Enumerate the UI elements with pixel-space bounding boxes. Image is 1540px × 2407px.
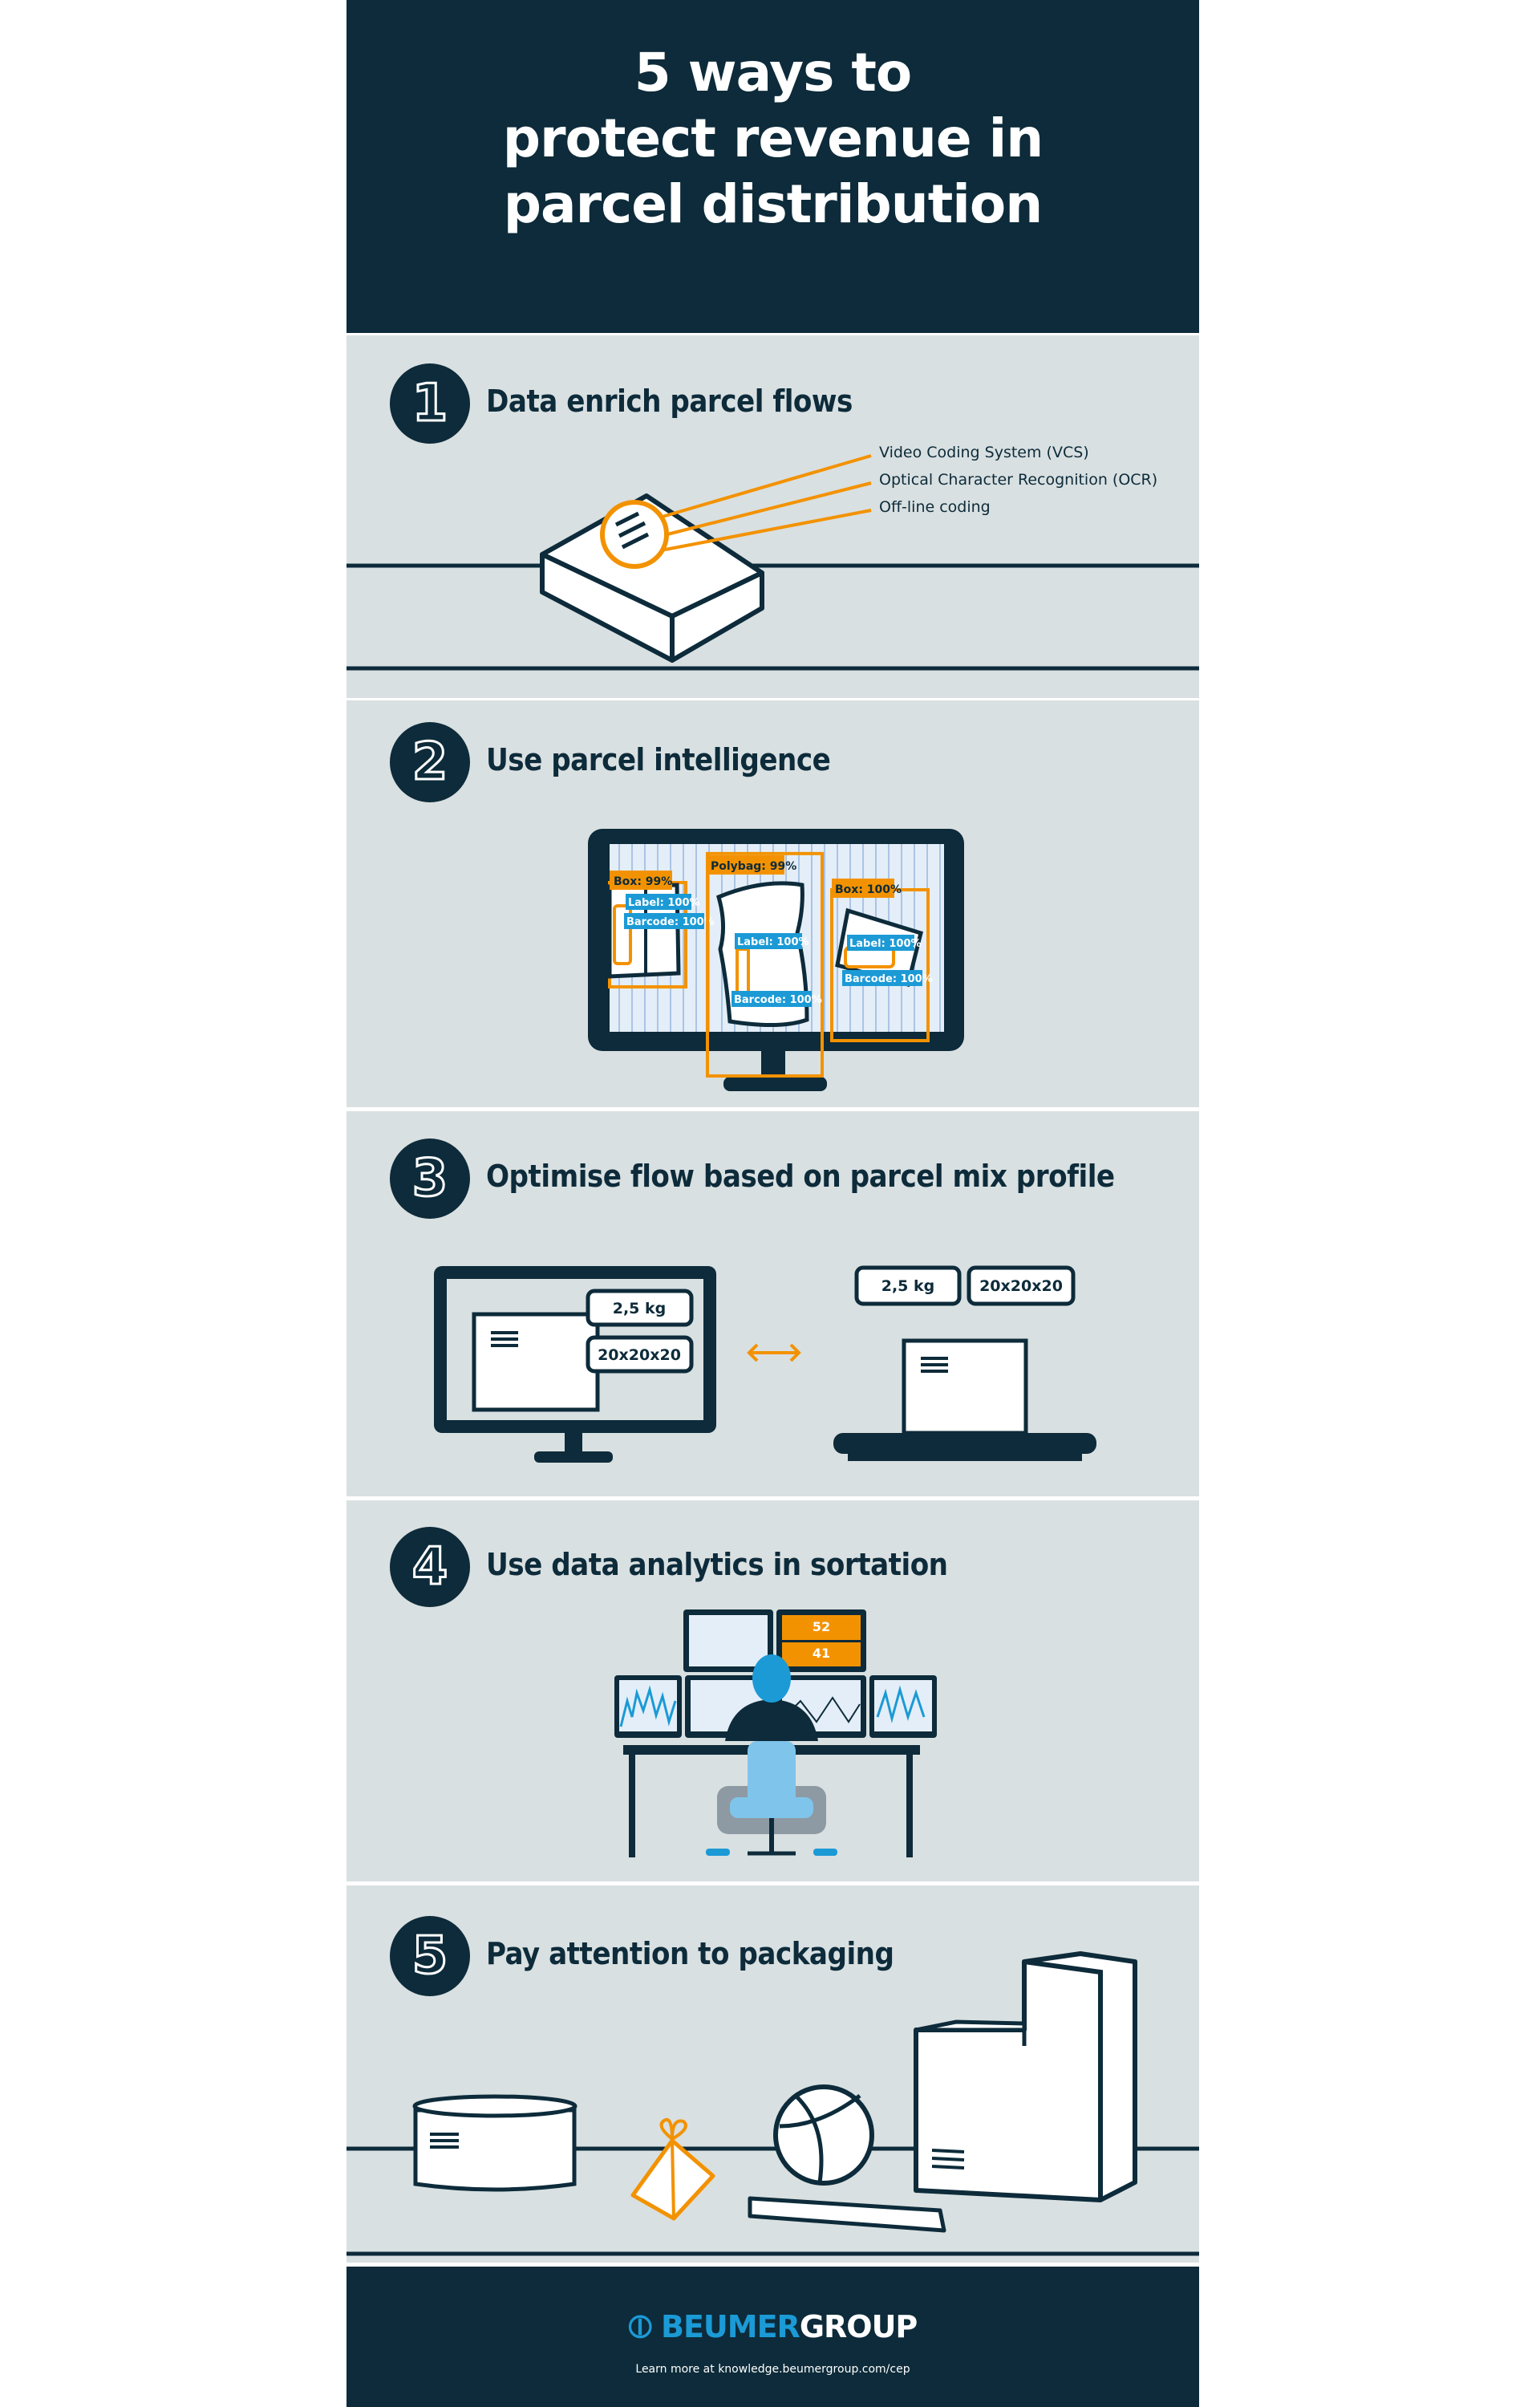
parcel-mix-illustration: 2,5 kg 20x20x20 2,5 kg 20x20x20 xyxy=(434,1265,1096,1463)
detection-box-1: Box: 99% xyxy=(614,875,672,888)
ball xyxy=(773,2084,874,2186)
header: 5 ways to protect revenue in parcel dist… xyxy=(346,0,1199,333)
weight-tag: 2,5 kg xyxy=(881,1277,935,1295)
detection-barcode-3: Barcode: 100% xyxy=(845,973,933,985)
detection-label-2: Label: 100% xyxy=(737,936,809,948)
kpi-value: 41 xyxy=(813,1646,830,1661)
detection-label-1: Label: 100% xyxy=(628,897,700,909)
kpi-value: 52 xyxy=(813,1619,830,1634)
detection-barcode-2: Barcode: 100% xyxy=(734,994,822,1006)
flat-parcel xyxy=(748,2196,946,2233)
callout-ocr: Optical Character Recognition (OCR) xyxy=(879,471,1157,489)
beumer-arrow-icon: ⦶ xyxy=(628,2308,652,2345)
detection-box-2: Box: 100% xyxy=(835,883,902,896)
section-3: 2,5 kg 20x20x20 2,5 kg 20x20x20 3 Optimi… xyxy=(346,1111,1199,1496)
bidirectional-arrow-icon xyxy=(747,1343,801,1362)
section-title: Data enrich parcel flows xyxy=(486,384,853,419)
parcel xyxy=(902,1338,1028,1435)
monitor-stand xyxy=(723,1077,827,1091)
parcel-scan-illustration: Video Coding System (VCS) Optical Charac… xyxy=(346,444,1199,671)
detection-label-3: Label: 100% xyxy=(849,938,922,950)
irregular-box xyxy=(914,1951,1137,2202)
brand-name-white: GROUP xyxy=(799,2309,918,2344)
detection-polybag: Polybag: 99% xyxy=(711,860,796,873)
learn-more-link[interactable]: Learn more at knowledge.beumergroup.com/… xyxy=(635,2363,910,2376)
step-badge: 5 xyxy=(390,1916,470,1996)
step-badge: 3 xyxy=(390,1139,470,1219)
conveyor xyxy=(833,1433,1096,1454)
analytics-operator-illustration: 52 41 xyxy=(614,1609,937,1857)
step-badge: 2 xyxy=(390,722,470,802)
title-line: protect revenue in xyxy=(502,108,1044,169)
detection-barcode-1: Barcode: 100% xyxy=(626,916,715,928)
step-badge: 4 xyxy=(390,1527,470,1607)
title-line: parcel distribution xyxy=(503,173,1043,235)
scan-circle-icon xyxy=(600,500,669,569)
callout-offline: Off-line coding xyxy=(879,498,991,516)
dimensions-tag: 20x20x20 xyxy=(979,1277,1063,1295)
step-badge: 1 xyxy=(390,363,470,444)
section-5: 5 Pay attention to packaging xyxy=(346,1885,1199,2263)
section-title: Pay attention to packaging xyxy=(486,1936,894,1971)
weight-tag-screen: 2,5 kg xyxy=(613,1300,667,1317)
section-4: 52 41 4 Use data analytics in sortation xyxy=(346,1500,1199,1881)
packaging-illustration xyxy=(346,1951,1199,2256)
title-line: 5 ways to xyxy=(634,42,913,104)
page-title: 5 ways to protect revenue in parcel dist… xyxy=(346,40,1199,237)
monitor-detection-illustration: Box: 99% Label: 100% Barcode: 100% Polyb… xyxy=(588,829,964,1091)
section-2: Box: 99% Label: 100% Barcode: 100% Polyb… xyxy=(346,700,1199,1107)
section-title: Optimise flow based on parcel mix profil… xyxy=(486,1159,1115,1194)
section-1: Video Coding System (VCS) Optical Charac… xyxy=(346,335,1199,698)
round-box xyxy=(413,2108,577,2192)
brand-name-blue: BEUMER xyxy=(661,2309,800,2344)
section-title: Use parcel intelligence xyxy=(486,742,831,777)
section-title: Use data analytics in sortation xyxy=(486,1547,948,1582)
infographic: 5 ways to protect revenue in parcel dist… xyxy=(346,0,1199,2407)
callout-vcs: Video Coding System (VCS) xyxy=(879,444,1089,461)
beumer-group-logo[interactable]: ⦶ BEUMERGROUP xyxy=(346,2308,1199,2345)
dimensions-tag-screen: 20x20x20 xyxy=(598,1346,681,1364)
footer: ⦶ BEUMERGROUP Learn more at knowledge.be… xyxy=(346,2267,1199,2407)
